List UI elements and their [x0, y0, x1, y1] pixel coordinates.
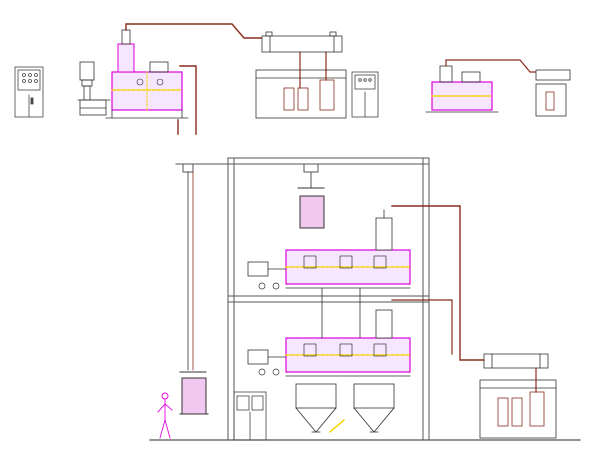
vapor-pipe — [125, 23, 263, 39]
dryer-vessel — [105, 29, 189, 119]
control-panel-icon — [351, 71, 379, 118]
return-pipe — [177, 65, 197, 135]
condenser-icon — [535, 69, 571, 81]
receiver-skid — [479, 367, 557, 439]
motor-icon — [77, 61, 111, 116]
control-panel-icon — [233, 391, 267, 441]
vapor-pipe — [391, 205, 487, 361]
condenser-icon — [483, 353, 549, 369]
condenser-icon — [261, 31, 343, 53]
top-left-unit — [14, 23, 347, 135]
crane-rail — [175, 163, 319, 189]
receiver-skid — [535, 83, 567, 117]
operator-figure-icon — [157, 392, 173, 439]
control-panel-icon — [14, 66, 44, 118]
hopper-icon — [179, 371, 209, 415]
hopper-icon — [297, 187, 325, 229]
vapor-pipe — [445, 59, 539, 73]
collection-hoppers — [295, 383, 395, 434]
receiver-skid — [255, 51, 347, 119]
lower-dryer — [247, 287, 411, 377]
dryer-vessel — [425, 65, 499, 113]
upper-dryer — [247, 209, 411, 290]
vapor-pipe — [391, 299, 453, 355]
top-right-unit — [351, 59, 571, 118]
